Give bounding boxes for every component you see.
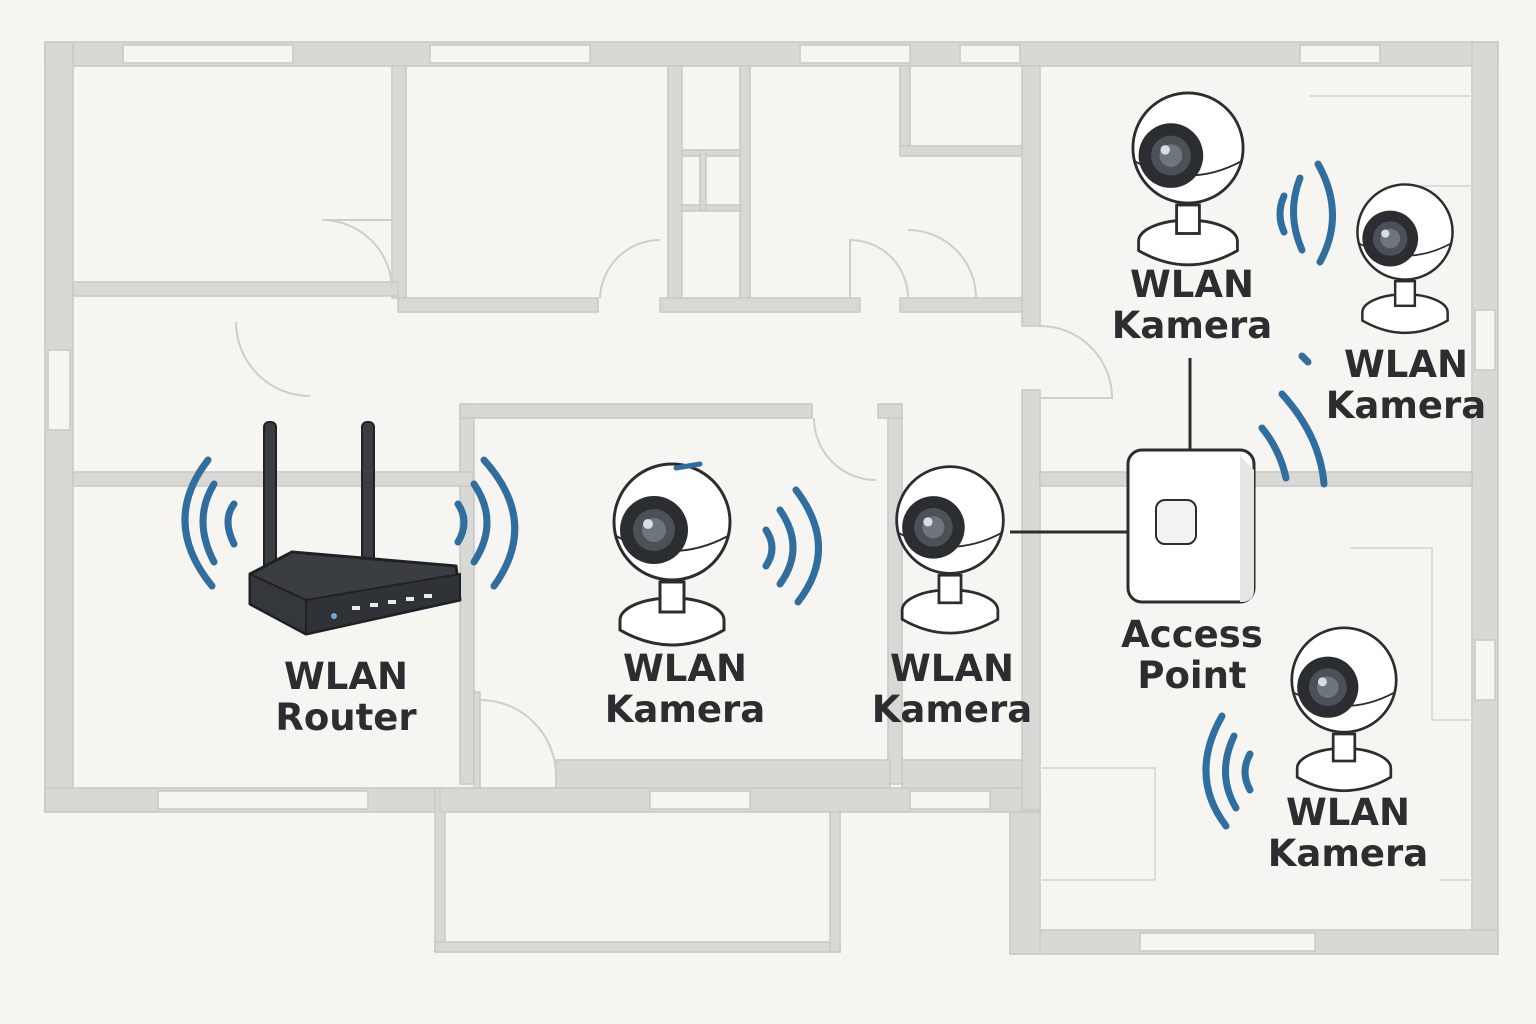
- doors: [235, 219, 1114, 777]
- camera-right-label-line1: WLAN: [1344, 343, 1468, 386]
- camera-middle-icon: [895, 465, 1005, 635]
- cables: [1010, 358, 1192, 534]
- wifi-router-icon: [248, 421, 462, 636]
- windows: [47, 44, 1496, 952]
- camera-bottom-icon: [1290, 626, 1398, 793]
- camera-top-icon: [1131, 91, 1245, 267]
- camera-bottom-label-line2: Kamera: [1267, 832, 1429, 875]
- room-outlines: [1040, 95, 1472, 881]
- camera-top-label: WLAN Kamera: [1092, 264, 1292, 346]
- router-label-line2: Router: [275, 696, 417, 739]
- camera-center-icon: [612, 461, 732, 647]
- camera-middle-label-line2: Kamera: [871, 688, 1033, 731]
- access-point-icon: [1126, 448, 1256, 604]
- camera-top-label-line2: Kamera: [1111, 304, 1273, 347]
- walls: [44, 41, 1499, 955]
- camera-center-label-line1: WLAN: [623, 647, 747, 690]
- camera-middle-label-line1: WLAN: [890, 647, 1014, 690]
- camera-right-label: WLAN Kamera: [1306, 344, 1506, 426]
- wifi-signal-waves: [181, 160, 1336, 830]
- camera-right-icon: [1356, 183, 1454, 335]
- access-point-label-line2: Point: [1137, 654, 1247, 697]
- camera-middle-label: WLAN Kamera: [852, 648, 1052, 730]
- router-label: WLAN Router: [246, 656, 446, 738]
- router-label-line1: WLAN: [284, 655, 408, 698]
- camera-bottom-label-line1: WLAN: [1286, 791, 1410, 834]
- camera-top-label-line1: WLAN: [1130, 263, 1254, 306]
- access-point-label: Access Point: [1092, 614, 1292, 696]
- camera-bottom-label: WLAN Kamera: [1248, 792, 1448, 874]
- camera-right-label-line2: Kamera: [1325, 384, 1487, 427]
- camera-center-label: WLAN Kamera: [585, 648, 785, 730]
- camera-center-label-line2: Kamera: [604, 688, 766, 731]
- access-point-label-line1: Access: [1121, 613, 1263, 656]
